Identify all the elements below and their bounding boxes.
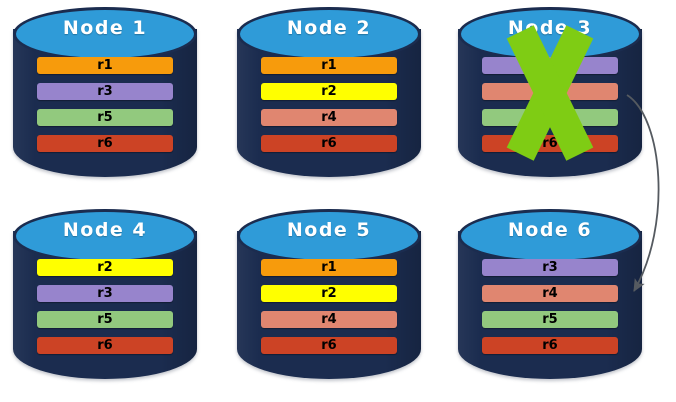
record-list: r1 r2 r4 r6	[261, 259, 397, 354]
record-list: r3 r4 r5 r6	[482, 57, 618, 152]
record-bar[interactable]: r4	[261, 311, 397, 328]
record-bar[interactable]: r5	[37, 109, 173, 126]
node-2[interactable]: Node 2 r1 r2 r4 r6	[237, 7, 421, 187]
node-5[interactable]: Node 5 r1 r2 r4 r6	[237, 209, 421, 389]
cylinder-top-ellipse	[458, 209, 642, 263]
node-6[interactable]: Node 6 r3 r4 r5 r6	[458, 209, 642, 389]
record-bar[interactable]: r1	[37, 57, 173, 74]
record-bar[interactable]: r2	[261, 83, 397, 100]
cylinder-top-ellipse	[237, 209, 421, 263]
record-bar[interactable]: r6	[482, 337, 618, 354]
record-list: r2 r3 r5 r6	[37, 259, 173, 354]
record-bar[interactable]: r4	[482, 285, 618, 302]
record-bar[interactable]: r5	[482, 311, 618, 328]
record-bar[interactable]: r1	[261, 259, 397, 276]
record-bar[interactable]: r6	[261, 135, 397, 152]
record-bar[interactable]: r3	[482, 259, 618, 276]
record-bar[interactable]: r4	[261, 109, 397, 126]
node-4[interactable]: Node 4 r2 r3 r5 r6	[13, 209, 197, 389]
record-bar[interactable]: r6	[261, 337, 397, 354]
record-list: r3 r4 r5 r6	[482, 259, 618, 354]
record-bar[interactable]: r2	[37, 259, 173, 276]
record-bar[interactable]: r6	[37, 135, 173, 152]
record-bar[interactable]: r1	[261, 57, 397, 74]
record-bar[interactable]: r2	[261, 285, 397, 302]
record-bar[interactable]: r5	[37, 311, 173, 328]
record-list: r1 r2 r4 r6	[261, 57, 397, 152]
record-bar[interactable]: r3	[482, 57, 618, 74]
node-3[interactable]: Node 3 r3 r4 r5 r6	[458, 7, 642, 187]
cylinder-top-ellipse	[458, 7, 642, 61]
cylinder-top-ellipse	[13, 7, 197, 61]
record-bar[interactable]: r3	[37, 285, 173, 302]
record-bar[interactable]: r5	[482, 109, 618, 126]
record-bar[interactable]: r6	[37, 337, 173, 354]
record-list: r1 r3 r5 r6	[37, 57, 173, 152]
record-bar[interactable]: r6	[482, 135, 618, 152]
record-bar[interactable]: r4	[482, 83, 618, 100]
record-bar[interactable]: r3	[37, 83, 173, 100]
node-1[interactable]: Node 1 r1 r3 r5 r6	[13, 7, 197, 187]
cylinder-top-ellipse	[237, 7, 421, 61]
cylinder-top-ellipse	[13, 209, 197, 263]
